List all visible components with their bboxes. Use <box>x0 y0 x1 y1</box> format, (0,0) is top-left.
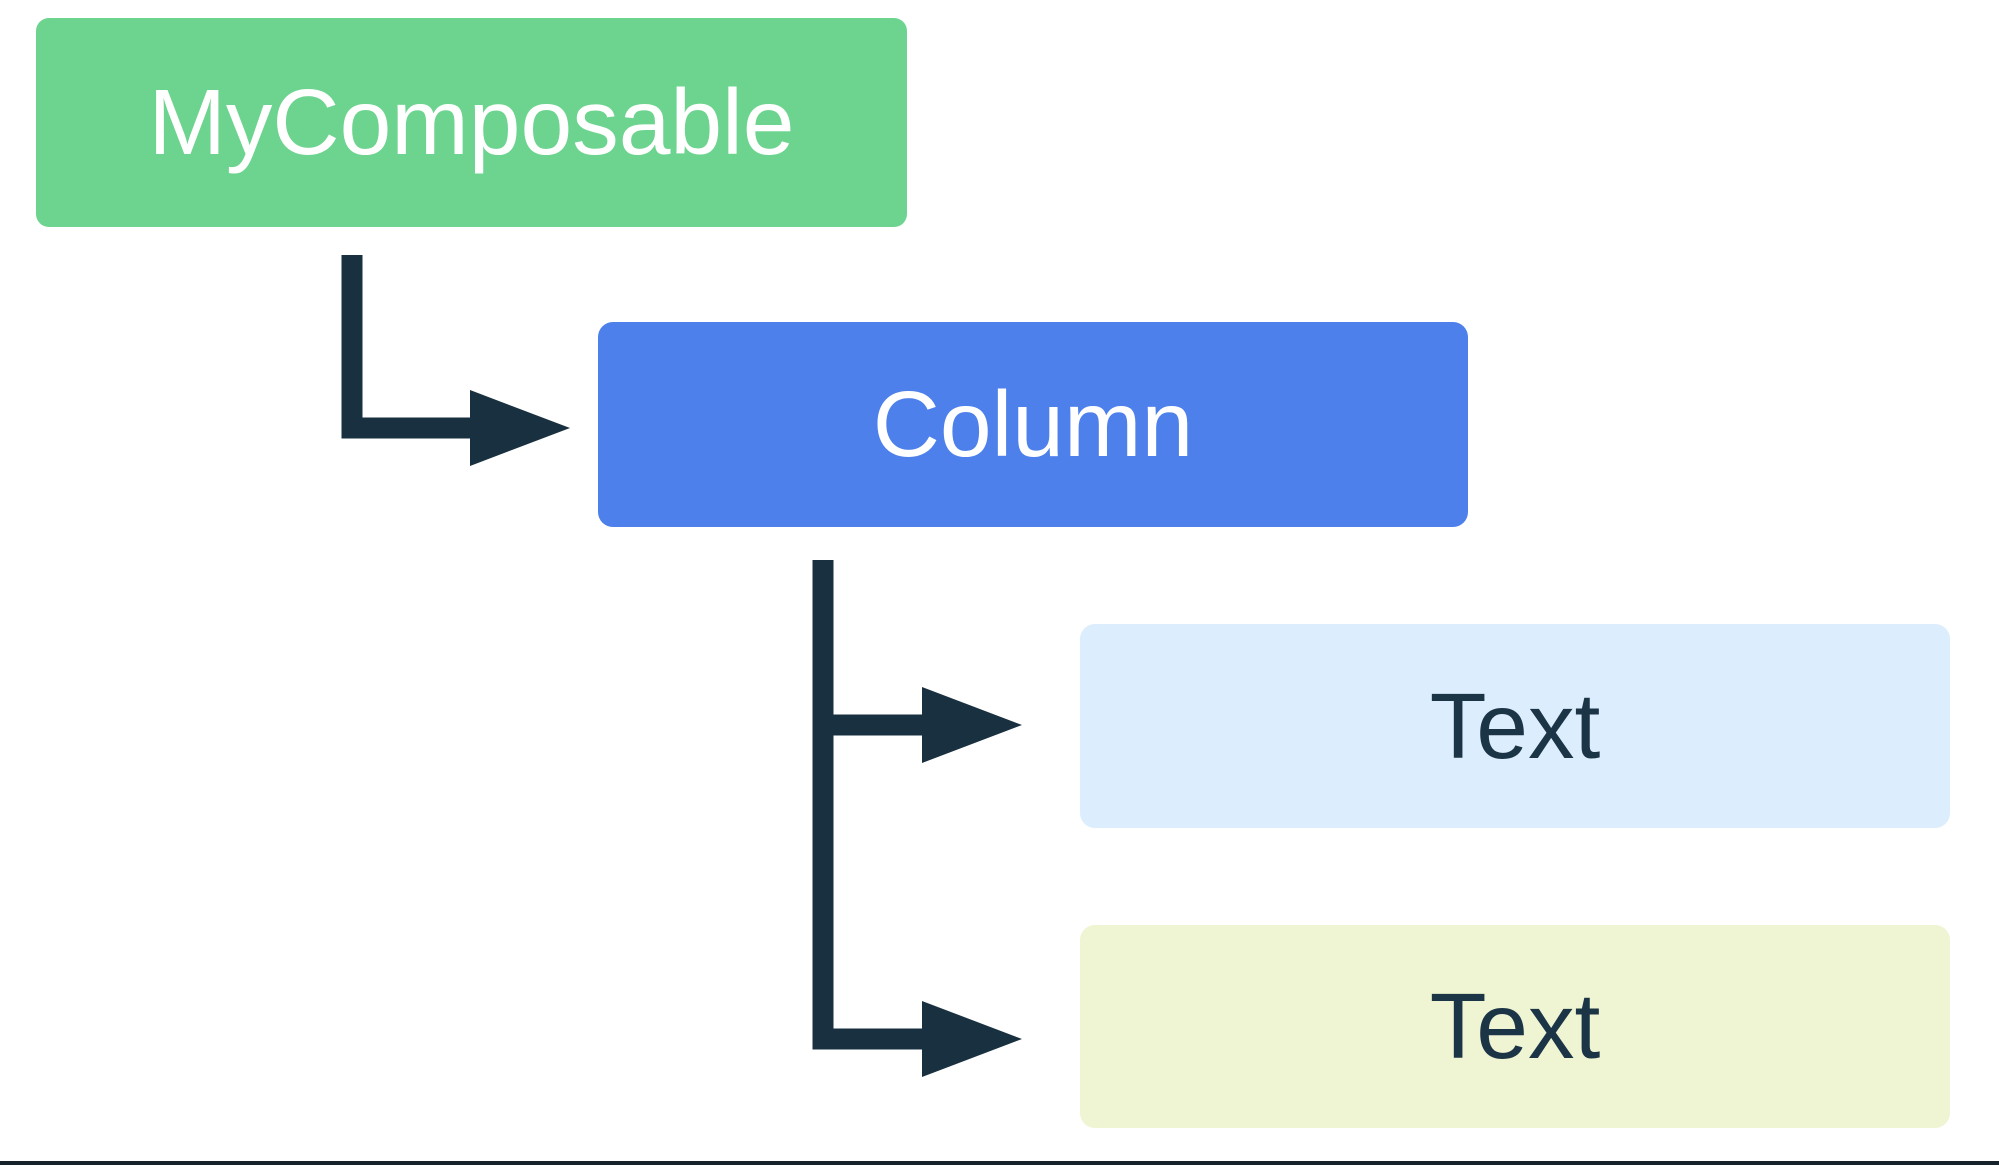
node-column[interactable]: Column <box>598 322 1468 527</box>
node-text-second-label: Text <box>1429 974 1601 1078</box>
node-text-first-label: Text <box>1429 673 1601 778</box>
bottom-divider <box>0 1161 1999 1165</box>
node-column-label: Column <box>872 372 1194 476</box>
node-text-second[interactable]: Text <box>1080 925 1950 1128</box>
node-my-composable-label: MyComposable <box>148 70 795 174</box>
edge-root-to-column <box>341 255 570 466</box>
edge-column-to-text-1 <box>812 560 1022 763</box>
edge-column-to-text-2 <box>812 725 1022 1077</box>
node-my-composable[interactable]: MyComposable <box>36 18 907 227</box>
node-text-first[interactable]: Text <box>1080 624 1950 828</box>
